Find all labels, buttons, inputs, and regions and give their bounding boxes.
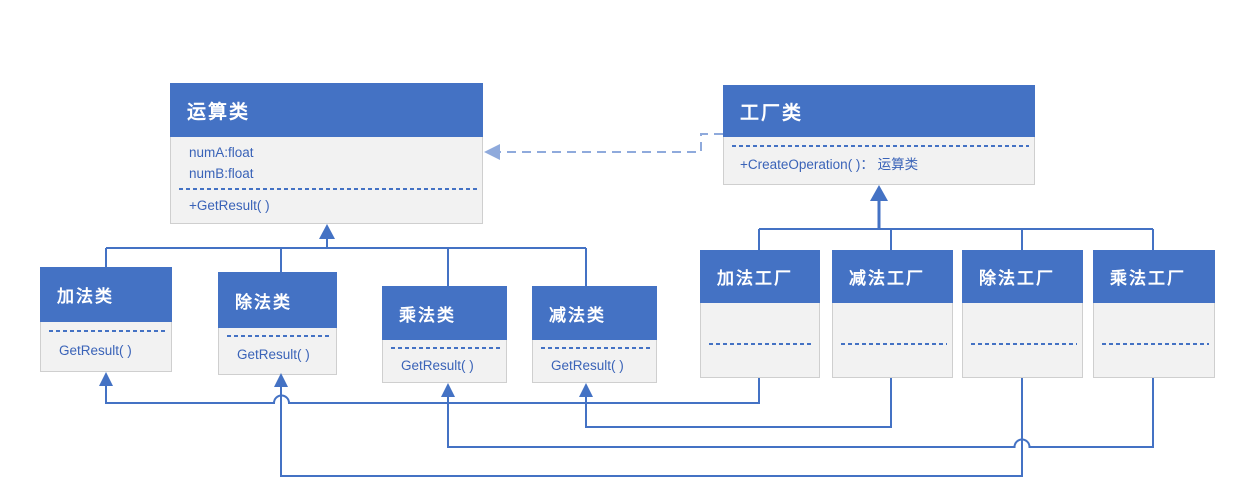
method-getresult-add: GetResult( ) xyxy=(59,343,132,358)
class-body-sub: GetResult( ) xyxy=(533,347,656,376)
class-title-add: 加法类 xyxy=(57,287,114,306)
class-body-sub-factory xyxy=(833,343,952,345)
member-separator xyxy=(732,145,1029,147)
class-title-sub: 减法类 xyxy=(549,305,606,325)
class-title-div-factory: 除法工厂 xyxy=(979,269,1055,288)
inheritance-connector-factories xyxy=(758,201,1154,250)
class-header-div: 除法类 xyxy=(218,272,337,328)
class-body-add: GetResult( ) xyxy=(41,330,171,361)
class-box-sub-factory: 减法工厂 xyxy=(832,250,953,378)
method-getresult-sub: GetResult( ) xyxy=(551,358,624,373)
dashed-dependency-arrowhead xyxy=(484,144,500,160)
class-box-div: 除法类 GetResult( ) xyxy=(218,272,337,375)
dashed-dependency-factory-to-operation xyxy=(499,133,723,153)
class-body-div: GetResult( ) xyxy=(219,335,336,365)
class-header-sub-factory: 减法工厂 xyxy=(832,250,953,303)
class-header-operation: 运算类 xyxy=(170,83,483,137)
dependency-arrowhead-add xyxy=(99,372,113,386)
class-header-mul: 乘法类 xyxy=(382,286,507,340)
class-box-mul: 乘法类 GetResult( ) xyxy=(382,286,507,383)
class-title-operation: 运算类 xyxy=(187,101,251,123)
inheritance-arrowhead-operation xyxy=(319,224,335,239)
class-title-mul-factory: 乘法工厂 xyxy=(1110,269,1186,288)
class-header-factory: 工厂类 xyxy=(723,85,1035,137)
class-body-mul-factory xyxy=(1094,343,1214,345)
member-separator xyxy=(541,347,651,349)
class-body-factory: +CreateOperation( )： 运算类 xyxy=(724,145,1034,175)
member-separator xyxy=(49,330,166,332)
attribute-numA: numA:float xyxy=(189,145,254,160)
class-box-operation: 运算类 numA:float numB:float +GetResult( ) xyxy=(170,83,483,224)
dependency-mulfactory-to-mul xyxy=(447,378,1154,448)
class-box-mul-factory: 乘法工厂 xyxy=(1093,250,1215,378)
class-title-sub-factory: 减法工厂 xyxy=(849,269,925,288)
class-box-sub: 减法类 GetResult( ) xyxy=(532,286,657,383)
dependency-subfactory-to-sub xyxy=(585,378,892,428)
member-separator xyxy=(391,347,501,349)
method-createoperation: +CreateOperation( )： 运算类 xyxy=(740,157,919,172)
attribute-numB: numB:float xyxy=(189,166,254,181)
class-header-mul-factory: 乘法工厂 xyxy=(1093,250,1215,303)
class-box-add: 加法类 GetResult( ) xyxy=(40,267,172,372)
method-getresult-mul: GetResult( ) xyxy=(401,358,474,373)
class-body-add-factory xyxy=(701,343,819,345)
dependency-divfactory-to-div xyxy=(280,378,1023,477)
class-box-div-factory: 除法工厂 xyxy=(962,250,1083,378)
class-title-mul: 乘法类 xyxy=(399,305,456,325)
class-title-add-factory: 加法工厂 xyxy=(717,269,793,288)
class-title-factory: 工厂类 xyxy=(740,102,804,124)
class-box-add-factory: 加法工厂 xyxy=(700,250,820,378)
member-separator xyxy=(227,335,331,337)
class-body-operation: numA:float numB:float +GetResult( ) xyxy=(171,137,482,216)
method-getresult-operation: +GetResult( ) xyxy=(189,198,270,213)
member-separator xyxy=(179,188,477,190)
inheritance-arrowhead-factory xyxy=(870,185,888,201)
class-body-div-factory xyxy=(963,343,1082,345)
class-box-factory: 工厂类 +CreateOperation( )： 运算类 xyxy=(723,85,1035,185)
member-separator xyxy=(709,343,814,345)
class-header-div-factory: 除法工厂 xyxy=(962,250,1083,303)
class-header-add-factory: 加法工厂 xyxy=(700,250,820,303)
class-title-div: 除法类 xyxy=(235,292,292,312)
dependency-arrowhead-div xyxy=(274,373,288,387)
method-getresult-div: GetResult( ) xyxy=(237,347,310,362)
class-body-mul: GetResult( ) xyxy=(383,347,506,376)
inheritance-connector-operations xyxy=(105,239,587,286)
member-separator xyxy=(841,343,947,345)
dependency-arrowhead-mul xyxy=(441,383,455,397)
member-separator xyxy=(971,343,1077,345)
member-separator xyxy=(1102,343,1209,345)
dependency-arrowhead-sub xyxy=(579,383,593,397)
class-header-add: 加法类 xyxy=(40,267,172,322)
class-header-sub: 减法类 xyxy=(532,286,657,340)
